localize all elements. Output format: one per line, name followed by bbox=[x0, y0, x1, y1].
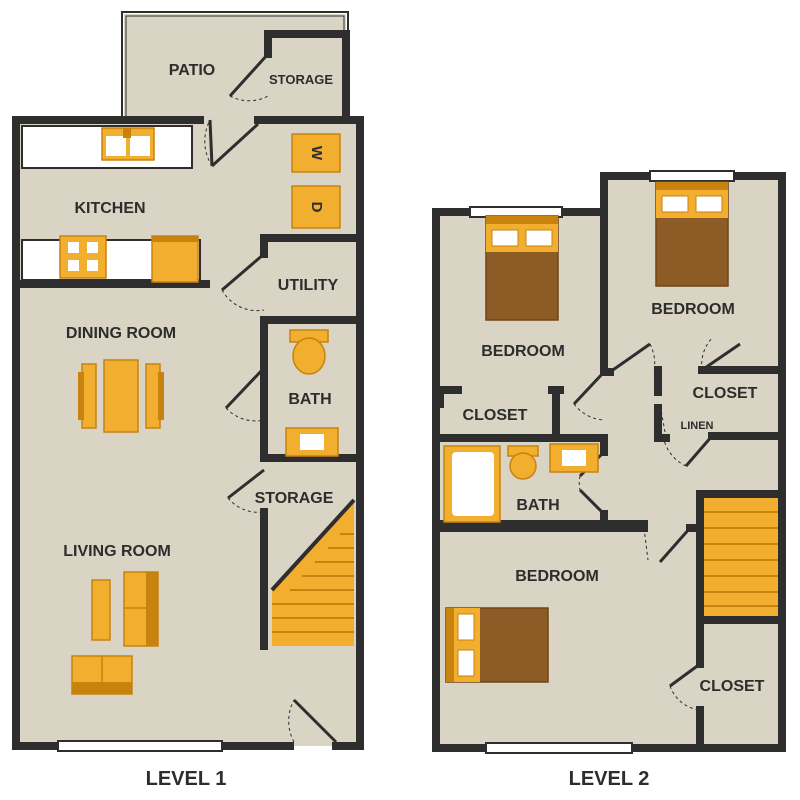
bath-upper-label: BATH bbox=[516, 497, 559, 514]
loveseat-icon bbox=[71, 655, 133, 695]
closet-left-label: CLOSET bbox=[463, 407, 528, 424]
utility-label: UTILITY bbox=[278, 277, 339, 294]
patio-label: PATIO bbox=[169, 62, 216, 79]
level-1-doors bbox=[204, 52, 338, 744]
bedroom-bottom-label: BEDROOM bbox=[515, 568, 599, 585]
level-2-plan: BEDROOM BEDROOM CLOSET CLOSET LINEN BATH… bbox=[432, 170, 786, 754]
level-2-window-top-right bbox=[649, 170, 735, 182]
level-2-window-bottom bbox=[485, 742, 633, 754]
bathtub-icon bbox=[443, 445, 501, 523]
linen-label: LINEN bbox=[681, 420, 714, 432]
level-1-walls bbox=[12, 30, 364, 750]
bath-sink-icon bbox=[285, 427, 339, 457]
bed-icon-right bbox=[655, 181, 729, 287]
living-room-label: LIVING ROOM bbox=[63, 543, 171, 560]
closet-right-label: CLOSET bbox=[693, 385, 758, 402]
dining-room-label: DINING ROOM bbox=[66, 325, 176, 342]
dining-table-icon bbox=[78, 359, 164, 433]
level-1-window bbox=[57, 740, 223, 752]
dryer-label: D bbox=[308, 202, 325, 213]
storage-top-label: STORAGE bbox=[269, 72, 333, 87]
level-2-walls bbox=[432, 172, 786, 752]
bath-label: BATH bbox=[288, 391, 331, 408]
stove-icon bbox=[59, 235, 107, 279]
level-1-plan: W D bbox=[12, 11, 364, 752]
level-2-doors bbox=[572, 337, 741, 711]
level-1-stairs bbox=[270, 498, 356, 646]
bed-icon-left bbox=[485, 215, 559, 321]
bed-icon-bottom bbox=[445, 607, 549, 683]
toilet-icon bbox=[289, 329, 329, 375]
storage-stair-label: STORAGE bbox=[255, 490, 334, 507]
level-1-caption: LEVEL 1 bbox=[146, 768, 227, 790]
toilet-icon-upper bbox=[507, 445, 539, 480]
level-2-caption: LEVEL 2 bbox=[569, 768, 650, 790]
bedroom-right-label: BEDROOM bbox=[651, 301, 735, 318]
bedroom-left-label: BEDROOM bbox=[481, 343, 565, 360]
refrigerator-icon bbox=[151, 235, 199, 283]
washer-icon: W bbox=[291, 133, 341, 173]
washer-label: W bbox=[308, 146, 325, 161]
patio-railing bbox=[121, 11, 349, 120]
sink-icon bbox=[101, 127, 155, 161]
sofa-icon bbox=[91, 571, 159, 647]
level-2-stairs bbox=[704, 498, 778, 616]
bath-sink-icon-upper bbox=[549, 443, 599, 473]
dryer-icon: D bbox=[291, 185, 341, 229]
kitchen-label: KITCHEN bbox=[74, 200, 145, 217]
closet-bottom-label: CLOSET bbox=[700, 678, 765, 695]
